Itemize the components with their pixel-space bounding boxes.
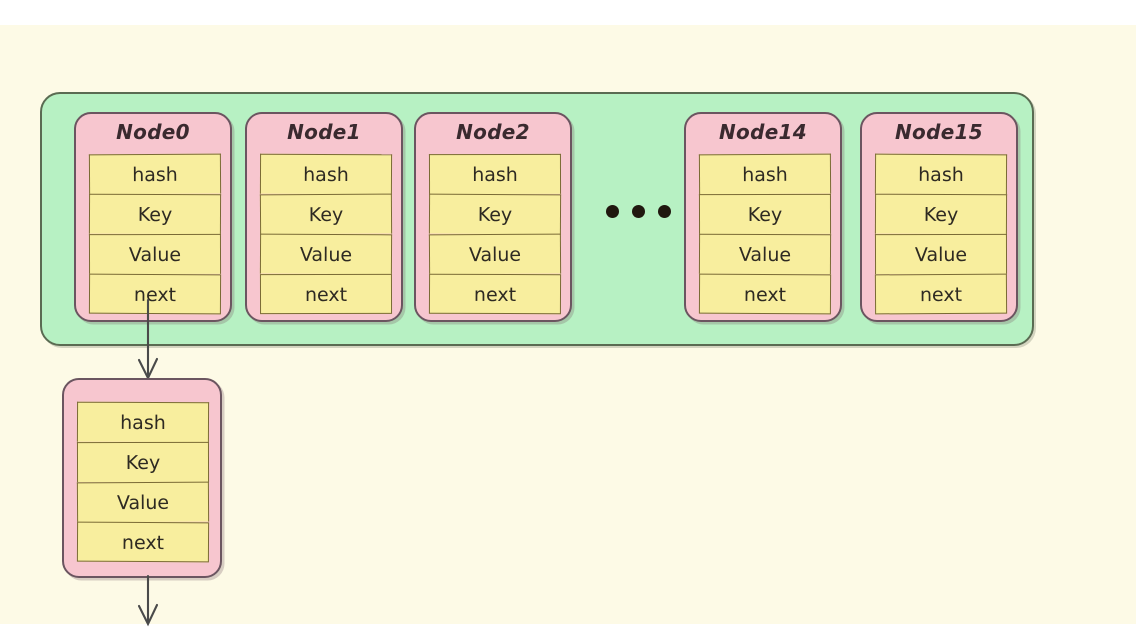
node-field-next: next [698, 273, 832, 315]
node-field-value: Value [88, 233, 222, 275]
node-title: Node2 [456, 120, 530, 144]
node-field-value: Value [698, 233, 832, 275]
arrow-overflow-node-next-down [137, 574, 159, 627]
node-field-hash: hash [88, 153, 222, 195]
node-field-value: Value [259, 233, 393, 275]
node-field-hash: hash [76, 401, 210, 443]
node-card-node15[interactable]: Node15 hash Key Value next [860, 112, 1018, 322]
node-title: Node0 [116, 120, 190, 144]
node-field-key: Key [698, 193, 832, 235]
ellipsis-dot [606, 205, 619, 218]
overflow-node-card[interactable]: hash Key Value next [62, 378, 222, 578]
node-field-value: Value [874, 233, 1008, 275]
node-field-stack: hash Key Value next [428, 153, 562, 315]
bucket-array-container: Node0 hash Key Value next Node1 hash Key… [40, 92, 1034, 346]
node-field-stack: hash Key Value next [259, 153, 393, 315]
node-field-value: Value [76, 481, 210, 523]
node-field-next: next [76, 521, 210, 563]
ellipsis-dot [658, 205, 671, 218]
node-field-next: next [874, 273, 1008, 315]
node-field-key: Key [874, 193, 1008, 235]
node-card-node1[interactable]: Node1 hash Key Value next [245, 112, 403, 322]
node-field-hash: hash [698, 153, 832, 195]
node-field-stack: hash Key Value next [874, 153, 1008, 315]
node-card-node2[interactable]: Node2 hash Key Value next [414, 112, 572, 322]
node-title: Node1 [287, 120, 361, 144]
node-field-next: next [259, 273, 393, 315]
node-title: Node15 [895, 120, 983, 144]
node-field-key: Key [428, 193, 562, 235]
node-field-stack: hash Key Value next [88, 153, 222, 315]
node-title: Node14 [719, 120, 807, 144]
node-field-key: Key [88, 193, 222, 235]
node-field-next: next [428, 273, 562, 315]
node-field-stack: hash Key Value next [698, 153, 832, 315]
node-card-node0[interactable]: Node0 hash Key Value next [74, 112, 232, 322]
ellipsis-indicator [606, 205, 671, 218]
node-field-hash: hash [428, 153, 562, 195]
node-field-key: Key [76, 441, 210, 483]
ellipsis-dot [632, 205, 645, 218]
node-card-node14[interactable]: Node14 hash Key Value next [684, 112, 842, 322]
node-field-value: Value [428, 233, 562, 275]
node-field-stack: hash Key Value next [76, 401, 210, 563]
node-field-key: Key [259, 193, 393, 235]
node-field-hash: hash [874, 153, 1008, 195]
node-field-hash: hash [259, 153, 393, 195]
arrow-node0-next-to-overflow-node [137, 298, 159, 381]
